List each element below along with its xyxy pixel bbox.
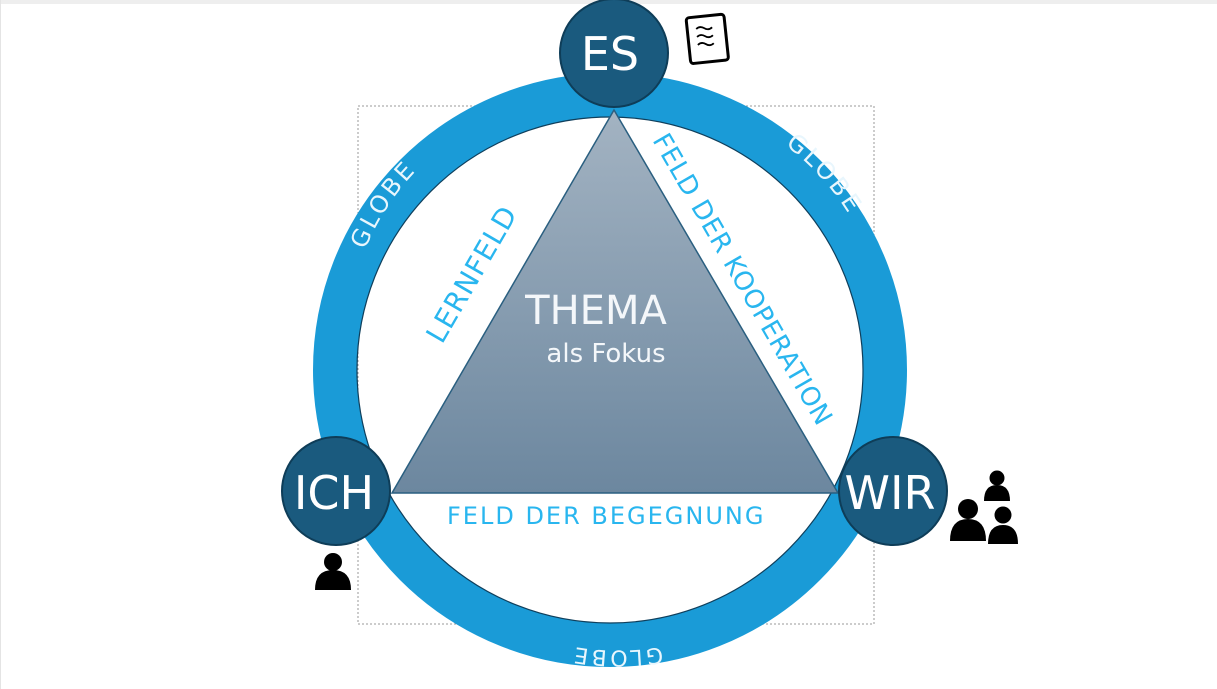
document-icon (684, 12, 730, 65)
theme-title: THEMA (524, 288, 667, 334)
node-wir-label: WIR (844, 466, 935, 520)
theme-triangle (390, 108, 840, 494)
node-wir: WIR (838, 436, 948, 546)
theme-subtitle: als Fokus (546, 339, 665, 369)
edge-label-begegnung: FELD DER BEGEGNUNG (447, 502, 765, 530)
node-es: ES (559, 0, 669, 108)
node-ich-label: ICH (294, 466, 374, 520)
node-ich: ICH (281, 436, 391, 546)
person-icon (315, 553, 351, 590)
group-icon (950, 470, 1018, 544)
node-es-label: ES (581, 27, 639, 81)
ring-label-bottom: GLOBE (570, 641, 665, 670)
left-divider (0, 0, 1, 689)
